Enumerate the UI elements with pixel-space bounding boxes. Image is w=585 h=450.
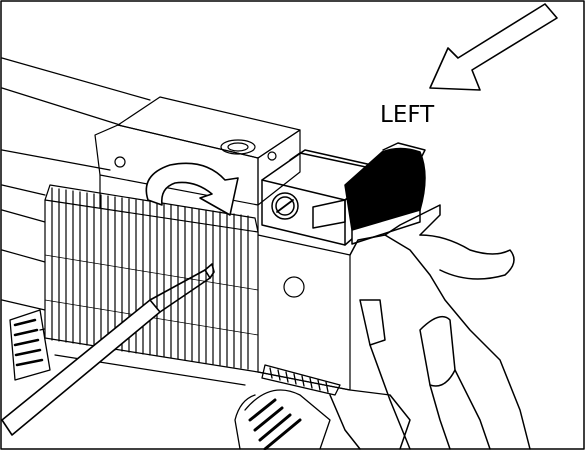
frame	[329, 204, 531, 450]
adjustment-screw-icon	[271, 192, 299, 220]
screwdriver-icon	[1, 263, 215, 436]
direction-label: LEFT	[380, 102, 435, 128]
rear-sight	[261, 142, 426, 246]
rotation-arrow-icon	[145, 162, 239, 216]
direction-arrow-icon	[429, 3, 558, 91]
slide-serrations	[44, 184, 259, 373]
